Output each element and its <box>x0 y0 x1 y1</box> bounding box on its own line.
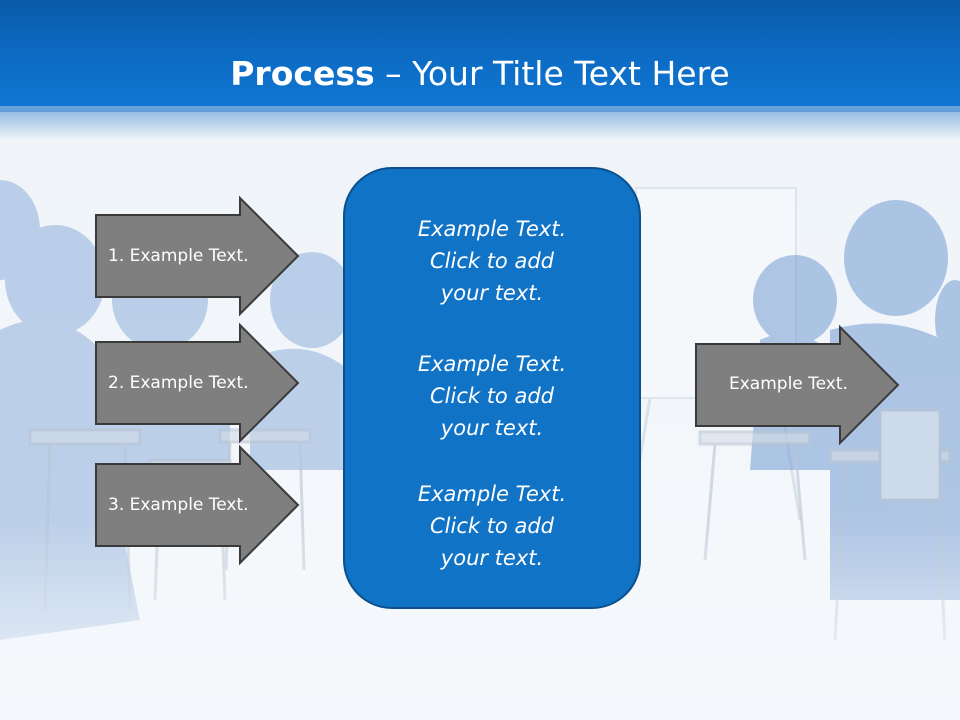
center-text-block-2: Example Text. Click to add your text. <box>346 348 638 444</box>
center-block-2-line-2: Click to add <box>429 384 554 408</box>
left-arrow-3[interactable] <box>95 444 300 566</box>
center-text-block-1: Example Text. Click to add your text. <box>346 213 638 309</box>
title-bar-fade <box>0 106 960 140</box>
center-block-1-line-1: Example Text. <box>417 217 567 241</box>
center-block-1-line-3: your text. <box>440 281 544 305</box>
center-block-3-line-3: your text. <box>440 546 544 570</box>
right-arrow-label: Example Text. <box>729 374 848 394</box>
center-block-3-line-1: Example Text. <box>417 482 567 506</box>
right-arrow[interactable] <box>695 324 900 446</box>
slide-title-bold: Process <box>230 54 375 93</box>
center-block-3-line-2: Click to add <box>429 514 554 538</box>
center-block-1-line-2: Click to add <box>429 249 554 273</box>
slide-title[interactable]: Process – Your Title Text Here <box>0 52 960 96</box>
center-block-2-line-1: Example Text. <box>417 352 567 376</box>
title-bar <box>0 0 960 112</box>
center-block-2-line-3: your text. <box>440 416 544 440</box>
left-arrow-2[interactable] <box>95 322 300 444</box>
slide-title-rest: – Your Title Text Here <box>374 54 730 93</box>
center-text-box[interactable] <box>343 167 641 609</box>
left-arrow-1[interactable] <box>95 195 300 317</box>
center-text-block-3: Example Text. Click to add your text. <box>346 478 638 574</box>
left-arrow-1-label: 1. Example Text. <box>108 246 249 266</box>
left-arrow-3-label: 3. Example Text. <box>108 495 249 515</box>
left-arrow-2-label: 2. Example Text. <box>108 373 249 393</box>
